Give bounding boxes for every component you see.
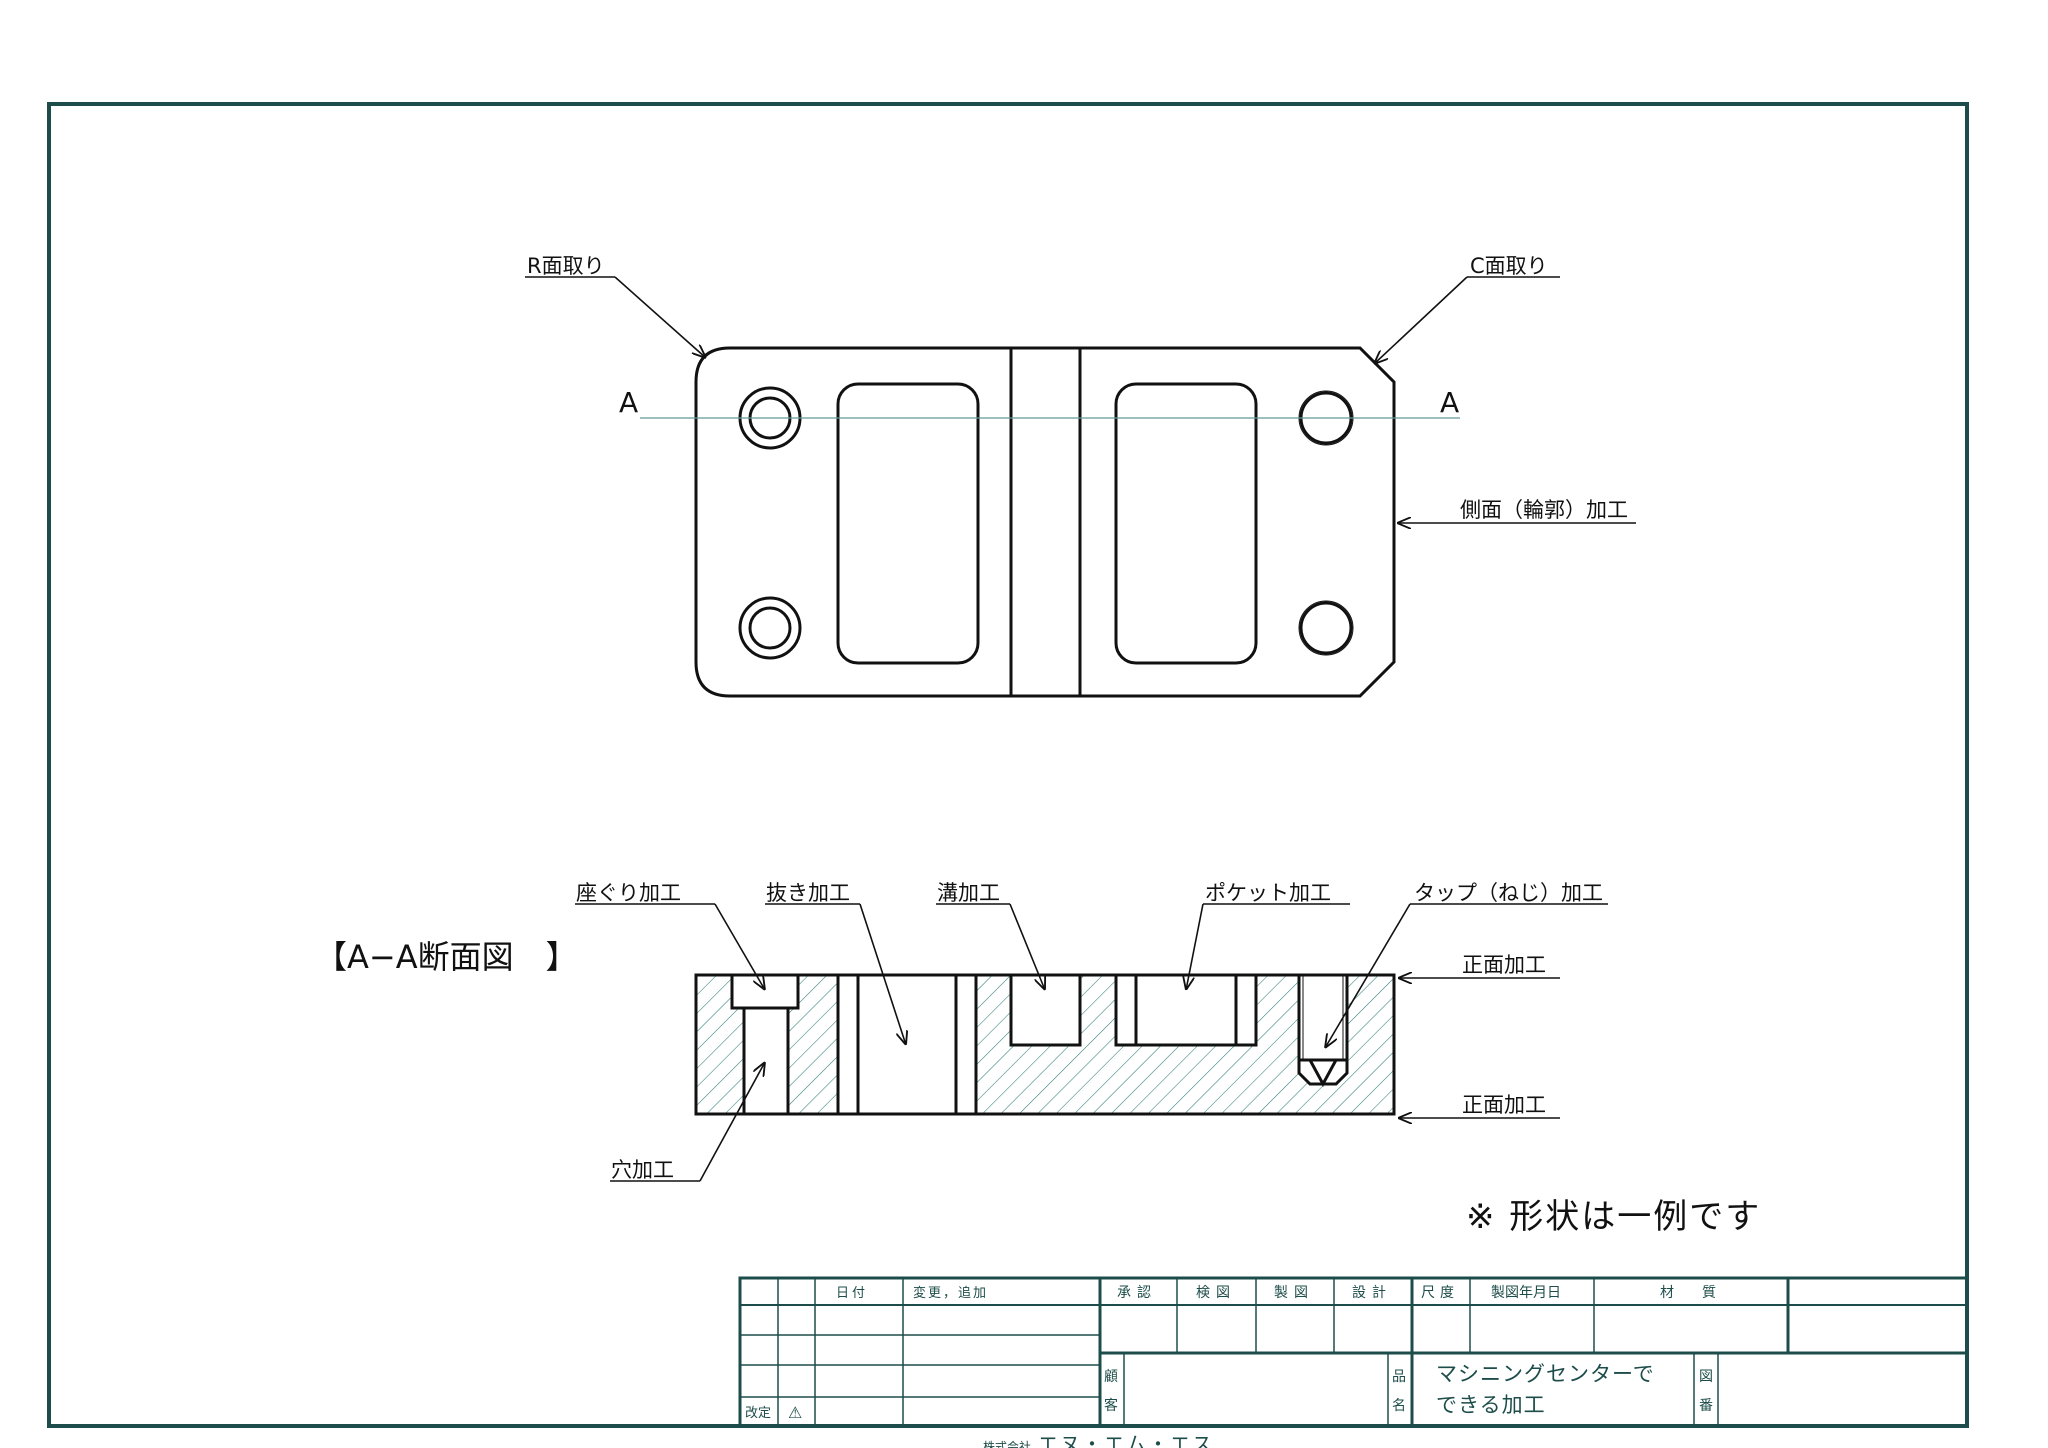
company-prefix: 株式会社 [983,1439,1031,1448]
plan-view: A A R面取り C面取り 側面（輪郭）加工 [525,254,1636,698]
example-note: ※ 形状は一例です [1466,1197,1761,1237]
through-cut-label: 抜き加工 [766,881,850,905]
part-name-label-2: 名 [1392,1398,1406,1414]
r-chamfer-leader [614,276,706,358]
r-chamfer-label: R面取り [527,254,605,278]
header-made-date: 製図年月日 [1491,1285,1561,1301]
material-region-2 [788,975,838,1114]
section-view: 【A−A断面図 】 座ぐり加工 抜き加工 溝加工 ポケット加工 タップ（ねじ）加… [315,881,1608,1182]
tapped-hole-profile [1297,975,1349,1088]
counterbore-leader [714,903,765,990]
groove-label: 溝加工 [937,881,1000,905]
c-chamfer-leader [1374,276,1468,364]
header-scale: 尺度 [1421,1285,1459,1301]
counterbore-profile [730,975,800,1114]
groove-leader [1009,903,1045,990]
header-draw: 製図 [1274,1285,1314,1301]
drawing-no-label-1: 図 [1699,1369,1713,1385]
hole-label: 穴加工 [611,1158,674,1182]
pocket-leader [1186,903,1204,990]
header-change: 変更，追加 [913,1285,988,1301]
pocket [1114,382,1258,665]
title-block: 日付 変更，追加 承認 検図 製図 設計 尺度 製図年月日 材 質 改定 ⚠ 顧… [738,1276,1969,1428]
hole-leader [699,1062,765,1182]
material-region-1 [696,975,744,1114]
section-mark-left: A [619,386,638,419]
pocket-label: ポケット加工 [1205,881,1331,905]
part-name-label-1: 品 [1392,1369,1406,1385]
part-name-line2: できる加工 [1436,1393,1546,1417]
revision-symbol: ⚠ [788,1403,802,1422]
through-cut-walls [836,975,978,1114]
side-contour-label: 側面（輪郭）加工 [1460,498,1628,522]
section-title: 【A−A断面図 】 [315,938,578,976]
tapped-hole-bottom-thread [1298,600,1354,656]
header-check: 検図 [1196,1285,1236,1301]
company-name: エヌ・エム・エス [1038,1432,1214,1448]
counterbore-hole-bottom-inner [748,606,792,650]
tapped-hole-bottom [1299,601,1353,655]
section-mark-right: A [1440,386,1459,419]
part-outline [694,346,1396,698]
customer-label-2: 客 [1104,1397,1118,1414]
header-design: 設計 [1352,1285,1392,1301]
customer-label-1: 顧 [1104,1369,1118,1385]
drawing-no-label-2: 番 [1699,1398,1713,1414]
header-material: 材 質 [1660,1285,1716,1301]
face-top-label: 正面加工 [1462,953,1546,977]
tap-leader [1325,903,1411,1048]
part-name-line1: マシニングセンターで [1436,1362,1655,1386]
counterbore-hole-bottom-outer [738,596,802,660]
through-cut-leader [859,903,906,1045]
header-date: 日付 [836,1286,868,1301]
revision-label: 改定 [745,1406,771,1421]
groove-profile [1009,975,1082,1047]
counterbore-label: 座ぐり加工 [576,881,681,905]
tap-label: タップ（ねじ）加工 [1414,881,1603,905]
face-bottom-label: 正面加工 [1462,1093,1546,1117]
through-cut-pocket [836,382,980,665]
c-chamfer-label: C面取り [1470,254,1548,278]
header-approve: 承認 [1117,1285,1157,1301]
pocket-profile [1114,975,1258,1047]
